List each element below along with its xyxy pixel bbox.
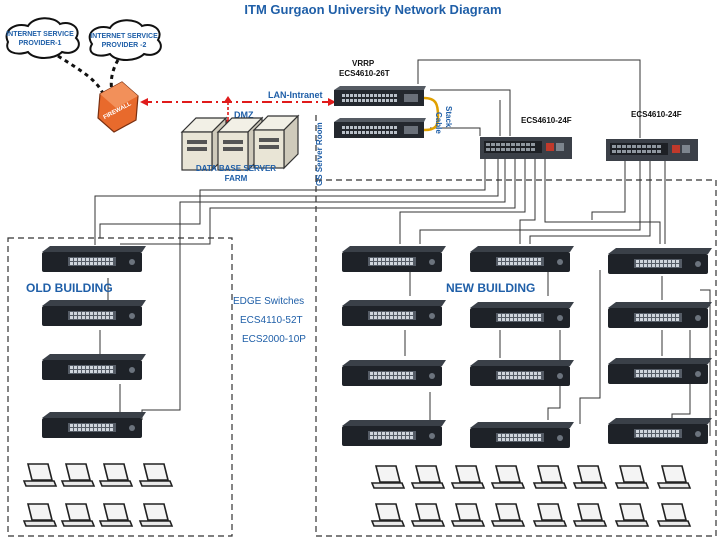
laptop [139,503,173,527]
edge-switch [470,246,574,272]
server-room-label: GS Server Room [315,122,324,186]
edge-switch [608,418,712,444]
edge-switch [470,360,574,386]
edge-switch [42,354,146,380]
isp-1-cloud: INTERNET SERVICE PROVIDER-1 [5,17,80,59]
edge-switch [42,412,146,438]
edge-switch [470,422,574,448]
laptop [657,503,691,527]
new-building-zone [315,179,717,537]
old-building-zone [7,237,233,537]
laptop [371,465,405,489]
laptop [573,503,607,527]
laptop [23,463,57,487]
database-server-farm [181,115,299,171]
lan-intranet-label: LAN-Intranet [268,90,323,100]
edge-heading: EDGE Switches [233,296,304,307]
laptop [491,503,525,527]
core-vrrp-label: VRRP [352,59,375,68]
isp-1-label-line-2: PROVIDER-1 [19,40,62,47]
old-building-label: OLD BUILDING [26,281,113,295]
stack-cable [423,96,440,132]
laptop [61,503,95,527]
laptop [533,503,567,527]
edge-switch [342,360,446,386]
old-building-switches [42,246,146,438]
core-model-label: ECS4610-26T [339,69,390,78]
new-building-label: NEW BUILDING [446,281,535,295]
laptop [451,465,485,489]
server-farm-label-line-1: DATA BASE SERVER [196,164,276,173]
laptop [657,465,691,489]
laptop [573,465,607,489]
edge-switch [470,302,574,328]
core-switch-2 [334,118,426,138]
edge-switch [608,358,712,384]
laptop [451,503,485,527]
aggregation-1-label: ECS4610-24F [521,116,572,125]
edge-switch [342,420,446,446]
laptop [491,465,525,489]
edge-switch [42,246,146,272]
edge-switch [42,300,146,326]
laptop [99,463,133,487]
laptop [371,503,405,527]
edge-switch [608,302,712,328]
aggregation-switch-2 [606,139,698,161]
laptop [533,465,567,489]
laptop [23,503,57,527]
edge-model-2: ECS2000-10P [242,334,306,345]
edge-switch [342,246,446,272]
aggregation-2-label: ECS4610-24F [631,110,682,119]
edge-switch [342,300,446,326]
laptop [61,463,95,487]
laptop [615,503,649,527]
isp-2-label-line-2: PROVIDER -2 [102,42,147,49]
firewall: FIREWALL [97,81,139,133]
isp-2-cloud: INTERNET SERVICE PROVIDER -2 [88,19,162,61]
dmz-label: DMZ [234,110,254,120]
aggregation-switch-1 [480,137,572,159]
laptop [139,463,173,487]
edge-switch [608,248,712,274]
laptop [411,503,445,527]
core-switch-1 [334,86,426,106]
stack-cable-label-2: Cable [434,112,443,134]
new-building-switches [342,246,712,448]
laptop [99,503,133,527]
isp-1-label-line-1: INTERNET SERVICE [6,31,74,38]
laptop [411,465,445,489]
diagram-title: ITM Gurgaon University Network Diagram [244,2,501,17]
edge-model-1: ECS4110-52T [240,315,303,326]
isp-2-label-line-1: INTERNET SERVICE [90,33,158,40]
network-cables [94,59,711,436]
laptop [615,465,649,489]
old-building-laptops [23,463,173,527]
new-building-laptops [371,465,691,527]
stack-cable-label-1: Stack [444,106,453,128]
server-farm-label-line-2: FARM [225,174,248,183]
